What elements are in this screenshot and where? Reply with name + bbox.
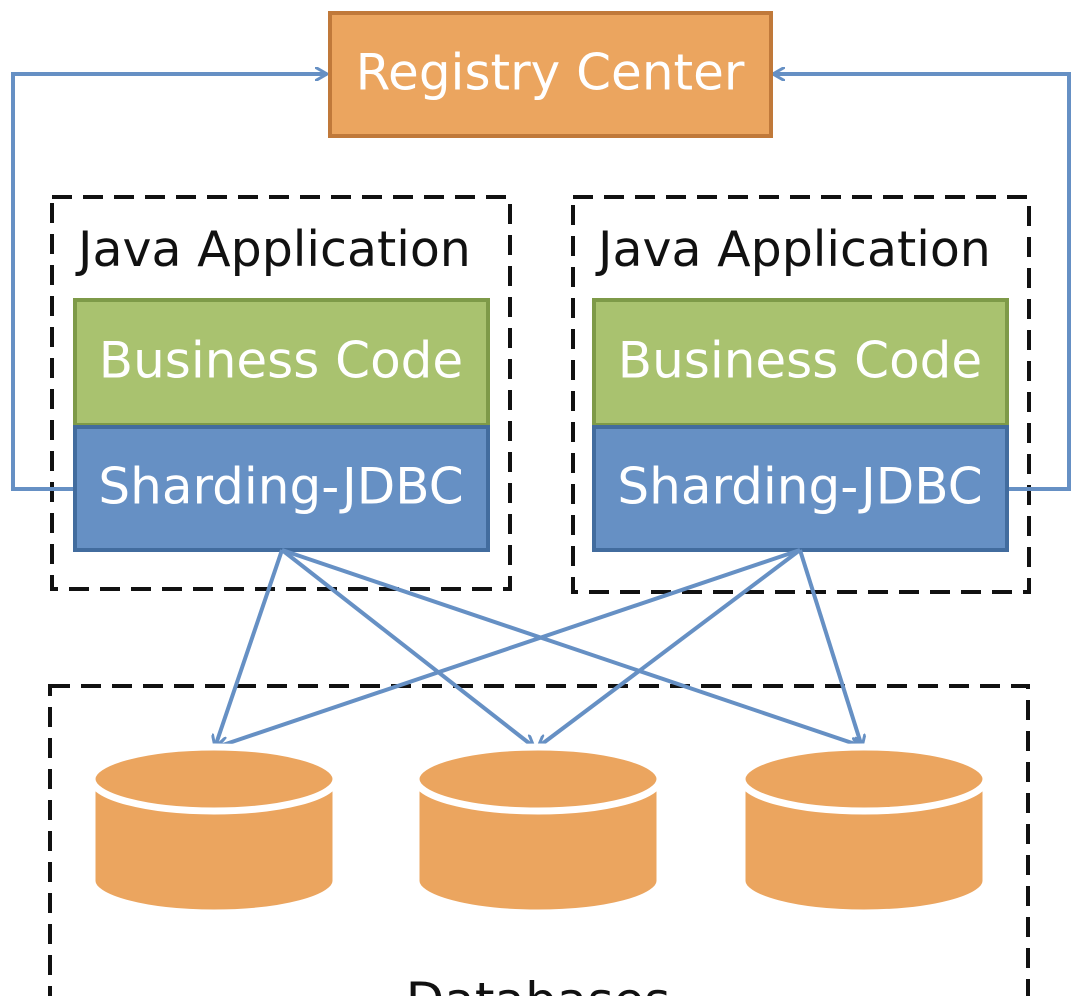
database-1-icon [88, 743, 340, 917]
left-application-group [50, 195, 512, 591]
database-2-icon [412, 743, 664, 917]
right-business-code-label: Business Code [618, 332, 982, 390]
registry-center-box [328, 11, 773, 138]
left-to-database-1-connector [215, 549, 284, 747]
left-application-title: Java Application [75, 221, 471, 278]
right-to-database-2-connector [538, 548, 802, 747]
database-3-icon [738, 743, 990, 917]
left-to-database-2-connector [280, 548, 534, 747]
databases-group [48, 684, 1030, 1000]
registry-center-label: Registry Center [356, 44, 745, 102]
right-sharding-jdbc-label: Sharding-JDBC [617, 458, 982, 516]
right-to-database-3-connector [798, 549, 862, 747]
left-registry-connector [11, 74, 327, 491]
right-application-title: Java Application [595, 221, 991, 278]
left-business-code-label: Business Code [99, 332, 463, 390]
left-business-code-box [73, 298, 490, 427]
databases-group-label: Databases [406, 972, 671, 996]
right-application-group [571, 195, 1031, 594]
right-to-database-1-connector [217, 548, 801, 747]
left-sharding-jdbc-label: Sharding-JDBC [98, 458, 463, 516]
left-to-database-3-connector [281, 548, 864, 747]
right-registry-connector [773, 74, 1071, 491]
